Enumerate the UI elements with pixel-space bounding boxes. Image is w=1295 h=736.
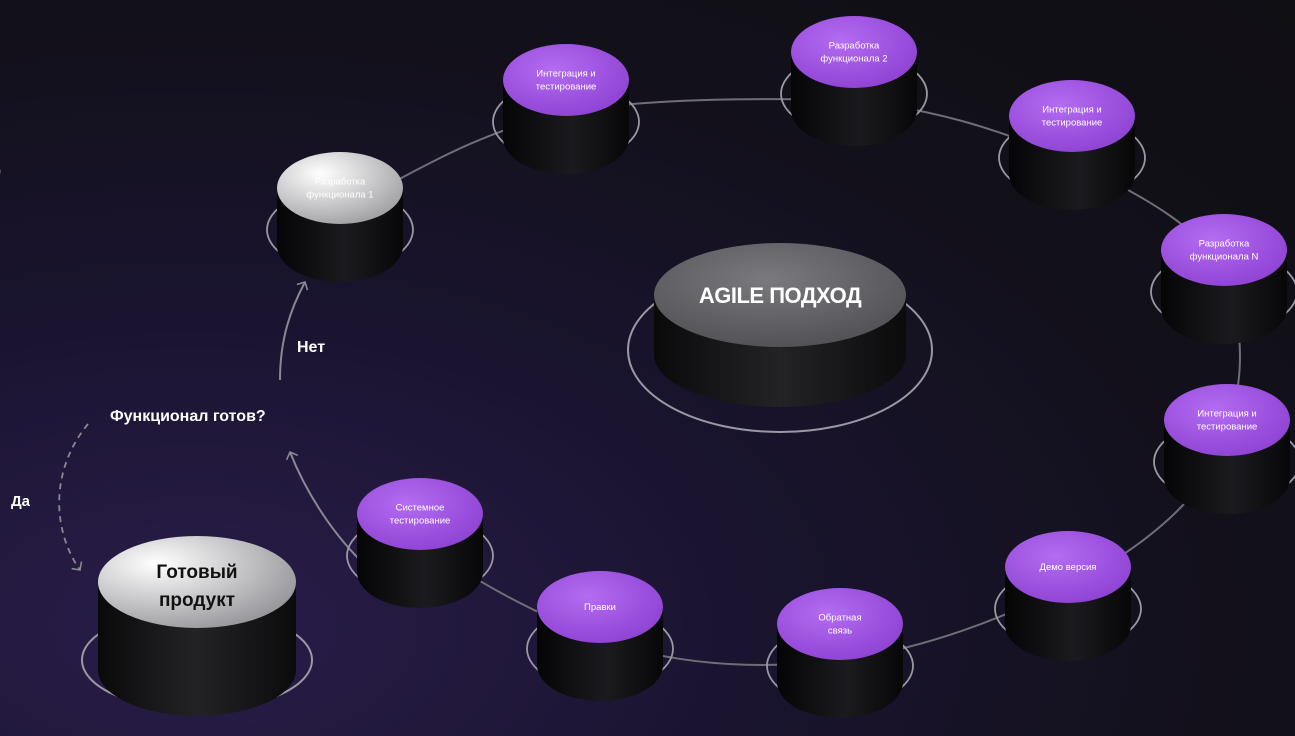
- node-feedback: Обратная связь: [766, 588, 914, 718]
- node-label: функционала 1: [306, 190, 373, 201]
- node-label: Интеграция и: [536, 69, 595, 80]
- node-top: [503, 44, 629, 116]
- cycle-path: [339, 98, 1241, 667]
- node-label: тестирование: [390, 516, 451, 527]
- node-label: Правки: [584, 602, 616, 613]
- node-top: [1164, 384, 1290, 456]
- node-top: [537, 571, 663, 643]
- node-label: Интеграция и: [1042, 105, 1101, 116]
- yes-label: Да: [11, 493, 31, 510]
- node-label: связь: [828, 626, 852, 637]
- node-systest: Системное тестирование: [346, 478, 494, 608]
- node-label: Разработка: [1199, 239, 1250, 250]
- left-edge-text-3: й: [0, 308, 1, 331]
- node-top: [791, 16, 917, 88]
- node-label: Разработка: [315, 177, 366, 188]
- left-edge-text-2: о: [0, 160, 1, 183]
- node-top: [1161, 214, 1287, 286]
- final-label-line1: Готовый: [156, 562, 237, 583]
- node-label: функционала N: [1190, 252, 1259, 263]
- arrow-no: [279, 281, 309, 381]
- left-edge-text-1: и: [0, 84, 1, 107]
- node-fixes: Правки: [526, 571, 674, 701]
- node-int1: Интеграция и тестирование: [492, 44, 640, 174]
- node-dev1: Разработка функционала 1: [266, 152, 414, 282]
- node-label: Системное: [396, 503, 445, 514]
- node-label: Интеграция и: [1197, 409, 1256, 420]
- node-top: [277, 152, 403, 224]
- center-label: AGILE ПОДХОД: [699, 283, 862, 308]
- final-label-line2: продукт: [159, 590, 235, 611]
- arrow-yes-dashed: [58, 423, 89, 571]
- arrow-to-question: [285, 450, 361, 561]
- node-int3: Интеграция и тестирование: [1153, 384, 1295, 514]
- node-top: [357, 478, 483, 550]
- node-top: [1009, 80, 1135, 152]
- node-label: тестирование: [536, 82, 597, 93]
- nodes-layer: Разработка функционала 1 Интеграция и тести…: [266, 16, 1295, 718]
- node-label: тестирование: [1197, 422, 1258, 433]
- node-label: Обратная: [818, 613, 861, 624]
- final-product-cylinder: Готовый продукт: [81, 536, 313, 716]
- node-dev2: Разработка функционала 2: [780, 16, 928, 146]
- node-label: тестирование: [1042, 118, 1103, 129]
- question-label: Функционал готов?: [110, 408, 266, 425]
- no-label: Нет: [297, 339, 325, 356]
- node-demo: Демо версия: [994, 531, 1142, 661]
- node-devN: Разработка функционала N: [1150, 214, 1295, 344]
- node-label: функционала 2: [820, 54, 887, 65]
- node-top: [1005, 531, 1131, 603]
- node-label: Разработка: [829, 41, 880, 52]
- node-top: [777, 588, 903, 660]
- node-int2: Интеграция и тестирование: [998, 80, 1146, 210]
- node-label: Демо версия: [1040, 562, 1097, 573]
- center-cylinder: AGILE ПОДХОД: [627, 243, 933, 433]
